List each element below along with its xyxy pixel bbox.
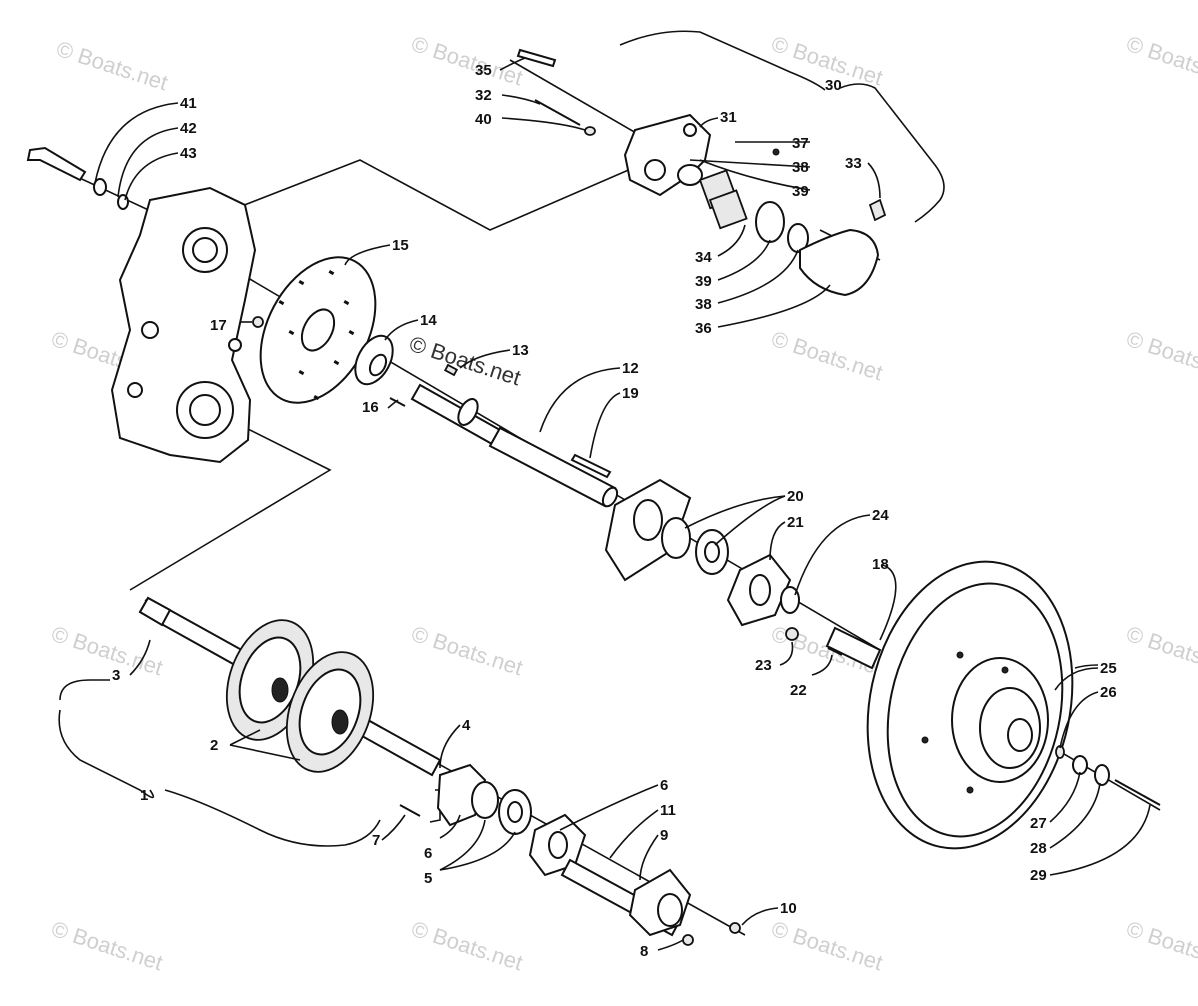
spacer-part (825, 626, 882, 670)
callout-32: 32 (475, 87, 492, 104)
callout-20: 20 (787, 488, 804, 505)
callout-42: 42 (180, 120, 197, 137)
callout-9: 9 (660, 827, 668, 844)
stub-shaft (560, 858, 692, 937)
watermark-text: © Boats.net (408, 621, 525, 680)
callout-1: 1 (140, 787, 148, 804)
tube (488, 426, 619, 508)
callout-15: 15 (392, 237, 409, 254)
callout-8: 8 (640, 943, 648, 960)
callout-17: 17 (210, 317, 227, 334)
callout-39: 39 (792, 183, 809, 200)
callout-38: 38 (695, 296, 712, 313)
callout-21: 21 (787, 514, 804, 531)
nut-part (682, 934, 694, 946)
drive-shaft (138, 596, 442, 777)
key-part (443, 363, 459, 377)
callout-41: 41 (180, 95, 197, 112)
wheel-washers (1055, 745, 1161, 806)
callout-35: 35 (475, 62, 492, 79)
watermark-text: © Boats.net (48, 621, 165, 680)
callout-11: 11 (660, 802, 676, 819)
callout-39: 39 (695, 273, 712, 290)
callout-10: 10 (780, 900, 797, 917)
callout-31: 31 (720, 109, 737, 126)
watermark-text: © Boats.net (1123, 916, 1198, 975)
callout-16: 16 (362, 399, 379, 416)
callout-5: 5 (424, 870, 432, 887)
watermark-text: © Boats.net (1123, 326, 1198, 385)
callout-labels: 35 32 40 30 31 37 38 39 33 34 39 38 36 4… (112, 62, 1117, 960)
screw-part (389, 397, 406, 407)
leader-lines (94, 57, 1151, 951)
group-brackets (58, 30, 945, 847)
callout-7: 7 (372, 832, 380, 849)
callout-36: 36 (695, 320, 712, 337)
callout-4: 4 (462, 717, 471, 734)
callout-30: 30 (825, 77, 842, 94)
nut-part (729, 922, 741, 934)
callout-12: 12 (622, 360, 639, 377)
callout-37: 37 (792, 135, 809, 152)
callout-2: 2 (210, 737, 218, 754)
callout-25: 25 (1100, 660, 1117, 677)
callout-23: 23 (755, 657, 772, 674)
nut-part (252, 316, 264, 328)
callout-28: 28 (1030, 840, 1047, 857)
callout-6: 6 (424, 845, 432, 862)
callout-24: 24 (872, 507, 889, 524)
callout-22: 22 (790, 682, 807, 699)
watermark-text: © Boats.net (1123, 31, 1198, 90)
watermark-text: © Boats.net (408, 916, 525, 975)
spline-shaft (410, 383, 502, 446)
callout-13: 13 (512, 342, 529, 359)
watermark-text: © Boats.net (1123, 621, 1198, 680)
watermark-text: © Boats.net (53, 36, 170, 95)
bolt-part (827, 647, 843, 656)
callout-29: 29 (1030, 867, 1047, 884)
lower-bearings (436, 763, 587, 877)
callout-19: 19 (622, 385, 639, 402)
callout-34: 34 (695, 249, 712, 266)
watermark-text: © Boats.net (48, 916, 165, 975)
watermark-text: © Boats.net (768, 916, 885, 975)
hub (354, 334, 394, 386)
chaincase-housing (110, 186, 257, 464)
callout-6: 6 (660, 777, 668, 794)
callout-43: 43 (180, 145, 197, 162)
nut-part (785, 627, 799, 641)
drive-wheel (866, 560, 1074, 850)
caliper-assembly (516, 48, 887, 297)
callout-14: 14 (420, 312, 437, 329)
bolt-part (399, 804, 421, 817)
callout-33: 33 (845, 155, 862, 172)
brake-disc (259, 256, 377, 404)
bearing-housing (604, 478, 800, 627)
callout-27: 27 (1030, 815, 1047, 832)
watermark-text: © Boats.net (768, 326, 885, 385)
callout-18: 18 (872, 556, 889, 573)
pin-part (570, 453, 612, 479)
bolt-washers (26, 146, 129, 210)
watermark-text: © Boats.net (408, 31, 525, 90)
callout-40: 40 (475, 111, 492, 128)
callout-38: 38 (792, 159, 809, 176)
callout-26: 26 (1100, 684, 1117, 701)
callout-3: 3 (112, 667, 120, 684)
